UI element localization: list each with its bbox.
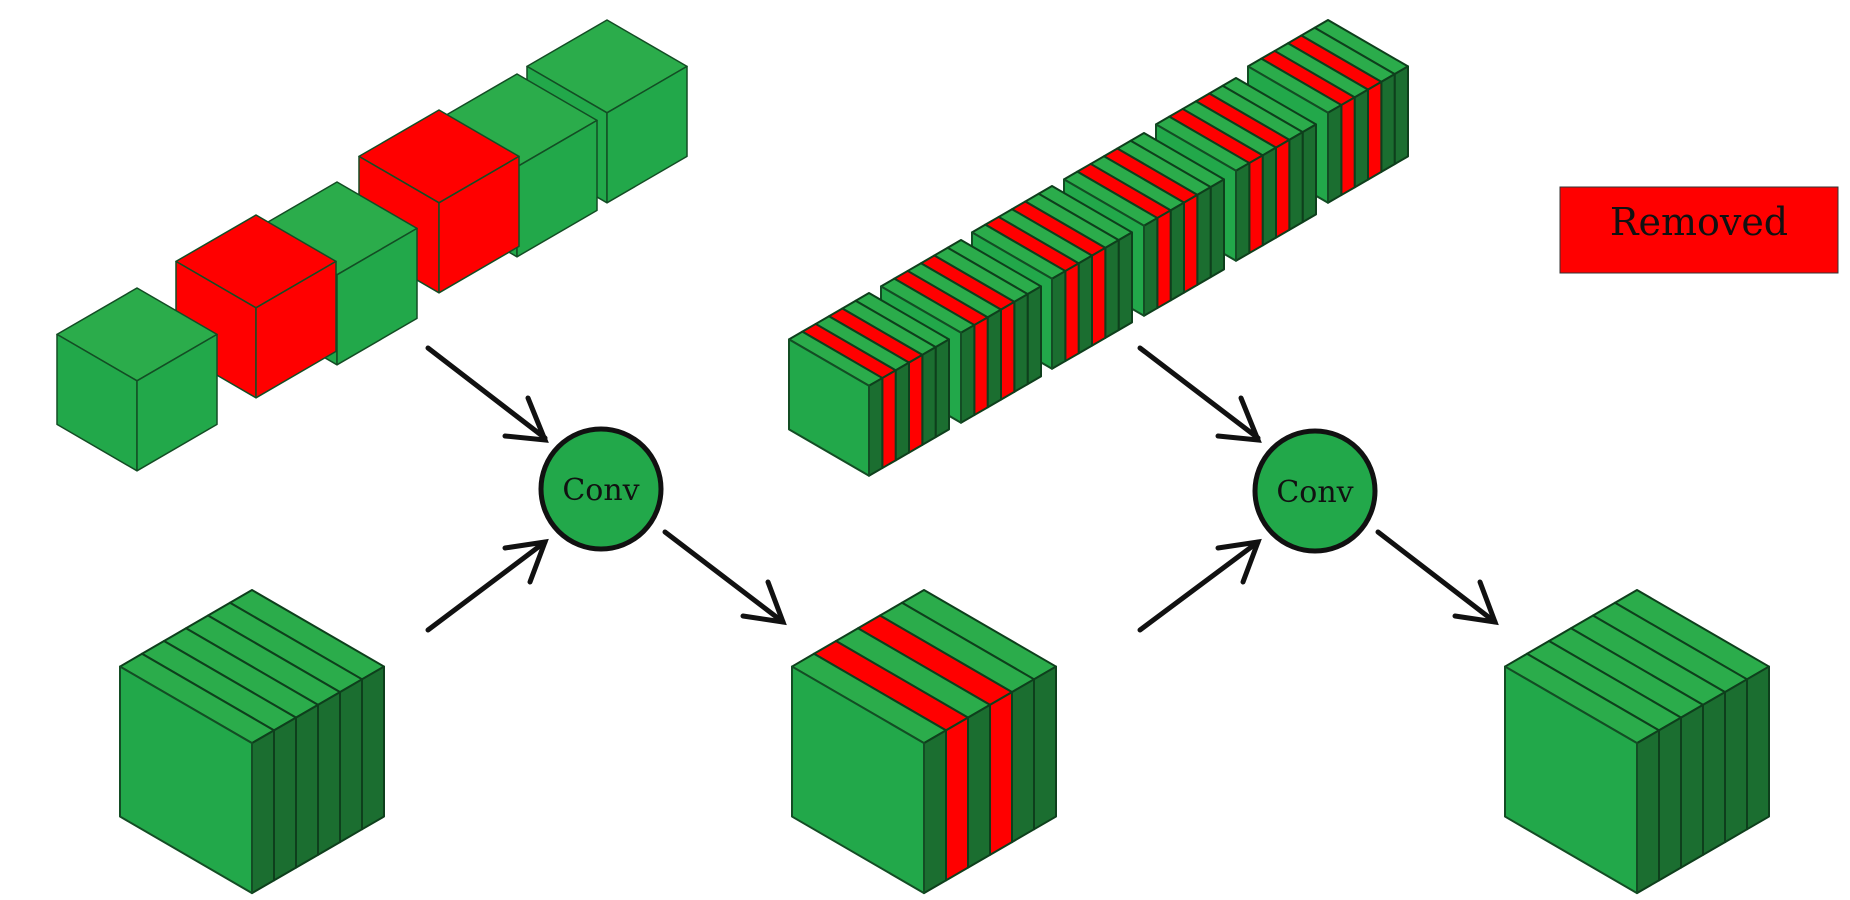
filter-2-5-slice-4-side (1380, 73, 1396, 173)
input-feature-map (119, 589, 385, 895)
filter-2-1-slice-4-side (1013, 293, 1029, 393)
arrow-filters1-to-conv1 (425, 345, 549, 443)
filter-2-2-slice-2-side (1077, 254, 1093, 355)
filter-2-2-slice-1-side (1064, 262, 1080, 363)
filter-2-0-slice-0-side (868, 377, 884, 477)
filter-2-0 (788, 292, 950, 477)
output-map-slice-3-side (1702, 691, 1726, 856)
arrows (425, 345, 1499, 633)
filter-2-3-slice-3-side (1183, 193, 1199, 294)
filter-2-0-slice-3-side (908, 353, 924, 454)
intermediate-map-slice-5-side (1033, 665, 1057, 831)
filter-2-4-slice-5-side (1301, 123, 1317, 224)
conv-node-2: Conv (1252, 428, 1378, 554)
arrow-filters2-to-conv2 (1137, 345, 1262, 443)
filter-2-2-slice-3-side (1091, 246, 1107, 347)
filter-1-2-right (336, 227, 418, 366)
filter-2-1-slice-0-side (960, 324, 976, 424)
filter-2-3-slice-0-side (1143, 217, 1159, 317)
filter-2-0-slice-4-side (921, 346, 937, 446)
intermediate-map-slice-3-side (989, 691, 1013, 856)
filter-bank-1 (56, 19, 688, 472)
filter-2-3-slice-1-side (1156, 209, 1172, 310)
intermediate-map-slice-0-side (923, 729, 947, 895)
conv-node-1: Conv (538, 426, 664, 552)
filter-1-1-right (255, 260, 337, 399)
input-map-slice-4-side (339, 678, 363, 844)
filter-2-3-slice-4-side (1196, 186, 1212, 286)
filter-1-3-right (438, 155, 520, 294)
filter-2-0-slice-5-side (934, 338, 950, 439)
output-map (1504, 589, 1770, 895)
filter-2-2 (971, 185, 1133, 370)
intermediate-map-front (791, 665, 925, 895)
filter-2-0-slice-2-side (894, 361, 910, 462)
filter-2-5-slice-3-side (1367, 80, 1383, 181)
intermediate-map-slice-2-side (967, 703, 991, 869)
filter-2-5-slice-2-side (1353, 88, 1369, 189)
input-map-front (119, 665, 253, 895)
filter-2-4-slice-3-side (1275, 138, 1291, 239)
filter-1-5-right (606, 65, 688, 204)
intermediate-map-slice-4-side (1011, 678, 1035, 844)
filter-2-4-slice-1-side (1248, 154, 1264, 255)
filter-1-0 (56, 287, 218, 472)
filter-2-4-slice-4-side (1288, 131, 1304, 231)
output-map-slice-1-side (1658, 716, 1682, 882)
input-map-slice-1-side (273, 716, 297, 882)
filter-2-5-slice-0-side (1327, 104, 1343, 204)
conv-node-2-label: Conv (1276, 475, 1353, 510)
filter-2-1-slice-1-side (973, 316, 989, 417)
filter-2-1-slice-2-side (986, 308, 1002, 409)
filter-2-5-slice-5-side (1393, 65, 1409, 166)
input-map-slice-5-side (361, 665, 385, 831)
filter-2-2-slice-4-side (1104, 239, 1120, 339)
filter-2-4-slice-2-side (1261, 146, 1277, 247)
intermediate-map-slice-1-side (945, 716, 969, 882)
legend: Removed (1559, 186, 1839, 274)
output-map-slice-4-side (1724, 678, 1748, 844)
filter-2-3-slice-5-side (1209, 178, 1225, 279)
arrow-input-to-conv1 (425, 538, 549, 633)
legend-swatch (1559, 186, 1839, 274)
input-map-slice-3-side (317, 691, 341, 856)
input-map (119, 589, 385, 895)
filter-2-5-slice-1-side (1340, 96, 1356, 197)
arrow-conv2-to-out (1375, 529, 1499, 626)
filter-1-0-right (136, 333, 218, 472)
intermediate-feature-map (791, 589, 1057, 895)
intermediate-map (791, 589, 1057, 895)
filter-2-3-slice-2-side (1169, 201, 1185, 302)
filter-2-2-slice-5-side (1117, 231, 1133, 332)
input-map-slice-2-side (295, 703, 319, 869)
filter-2-1-slice-5-side (1026, 285, 1042, 386)
filter-2-0-front (788, 338, 870, 477)
output-map-front (1504, 665, 1638, 895)
output-map-slice-2-side (1680, 703, 1704, 869)
filter-1-1 (175, 214, 337, 399)
filter-2-0-slice-1-side (881, 369, 897, 470)
filter-2-2-slice-0-side (1051, 270, 1067, 370)
output-feature-map (1504, 589, 1770, 895)
input-map-slice-0-side (251, 729, 275, 895)
arrow-conv1-to-mid (662, 529, 787, 626)
output-map-slice-5-side (1746, 665, 1770, 831)
filter-2-4-slice-0-side (1235, 162, 1251, 262)
legend-label: Removed (1610, 200, 1788, 244)
filter-bank-2 (788, 19, 1409, 477)
arrow-mid-to-conv2 (1137, 538, 1262, 633)
filter-2-1-slice-3-side (1000, 300, 1016, 401)
output-map-slice-0-side (1636, 729, 1660, 895)
conv-node-1-label: Conv (562, 473, 639, 508)
